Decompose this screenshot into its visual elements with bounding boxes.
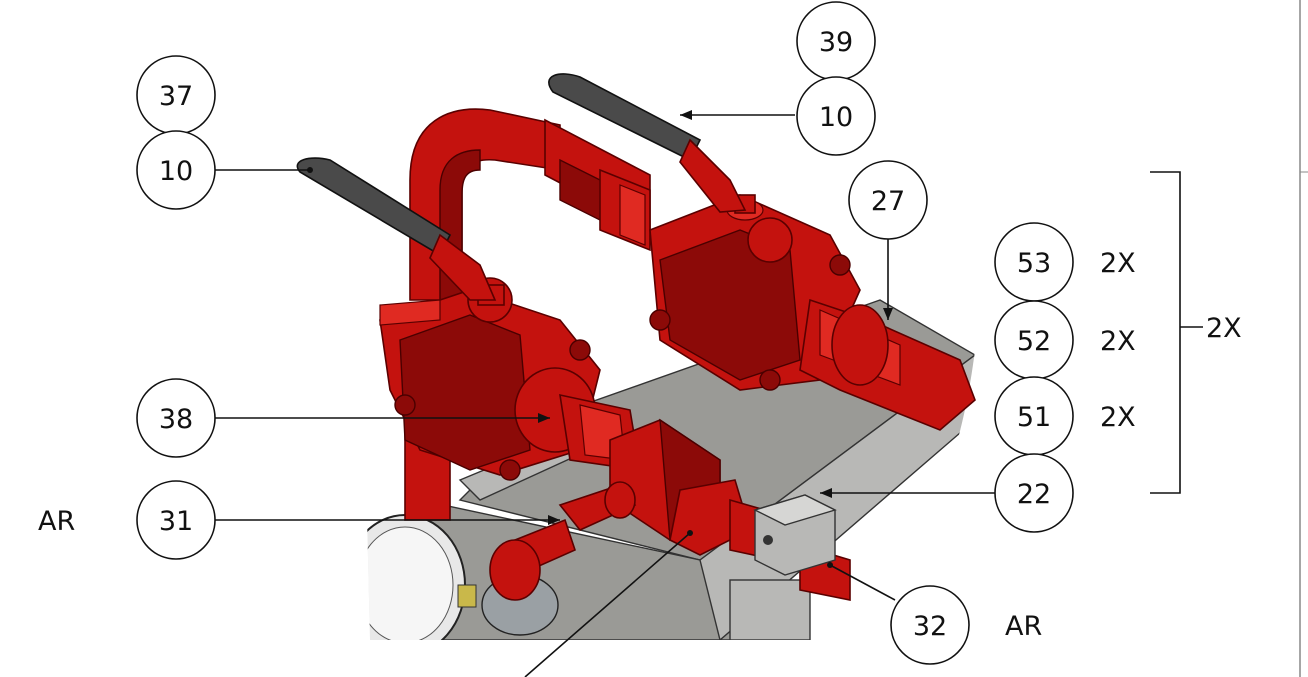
balloon-39: 39: [796, 1, 876, 81]
qty-group: 2X: [1206, 313, 1242, 344]
svg-text:37: 37: [159, 81, 193, 112]
svg-text:22: 22: [1017, 479, 1051, 510]
leader-lines: [215, 110, 1203, 677]
balloon-52: 52: [994, 300, 1074, 380]
valve-handle-right: [548, 73, 747, 213]
svg-text:52: 52: [1017, 326, 1051, 357]
svg-text:53: 53: [1017, 248, 1051, 279]
balloon-10-left: 10: [136, 130, 216, 210]
balloon-53: 53: [994, 222, 1074, 302]
svg-text:32: 32: [913, 611, 947, 642]
svg-text:38: 38: [159, 404, 193, 435]
balloon-51: 51: [994, 376, 1074, 456]
svg-text:51: 51: [1017, 402, 1051, 433]
svg-text:10: 10: [819, 102, 853, 133]
valve-manifold: [379, 108, 976, 601]
qty-51: 2X: [1100, 402, 1136, 433]
valve-handle-left: [296, 157, 497, 301]
balloon-32: 32: [890, 585, 970, 665]
balloon-38: 38: [136, 378, 216, 458]
qty-52: 2X: [1100, 326, 1136, 357]
svg-text:10: 10: [159, 156, 193, 187]
qty-53: 2X: [1100, 248, 1136, 279]
svg-text:39: 39: [819, 27, 853, 58]
qty-ar-31: AR: [38, 506, 75, 537]
qty-ar-32: AR: [1005, 611, 1042, 642]
balloon-10-top: 10: [796, 76, 876, 156]
balloon-37: 37: [136, 55, 216, 135]
svg-text:31: 31: [159, 506, 193, 537]
balloon-22: 22: [994, 453, 1074, 533]
pipe-clamp: [753, 494, 837, 576]
svg-text:27: 27: [871, 186, 905, 217]
balloon-31: 31: [136, 480, 216, 560]
balloon-27: 27: [848, 160, 928, 240]
